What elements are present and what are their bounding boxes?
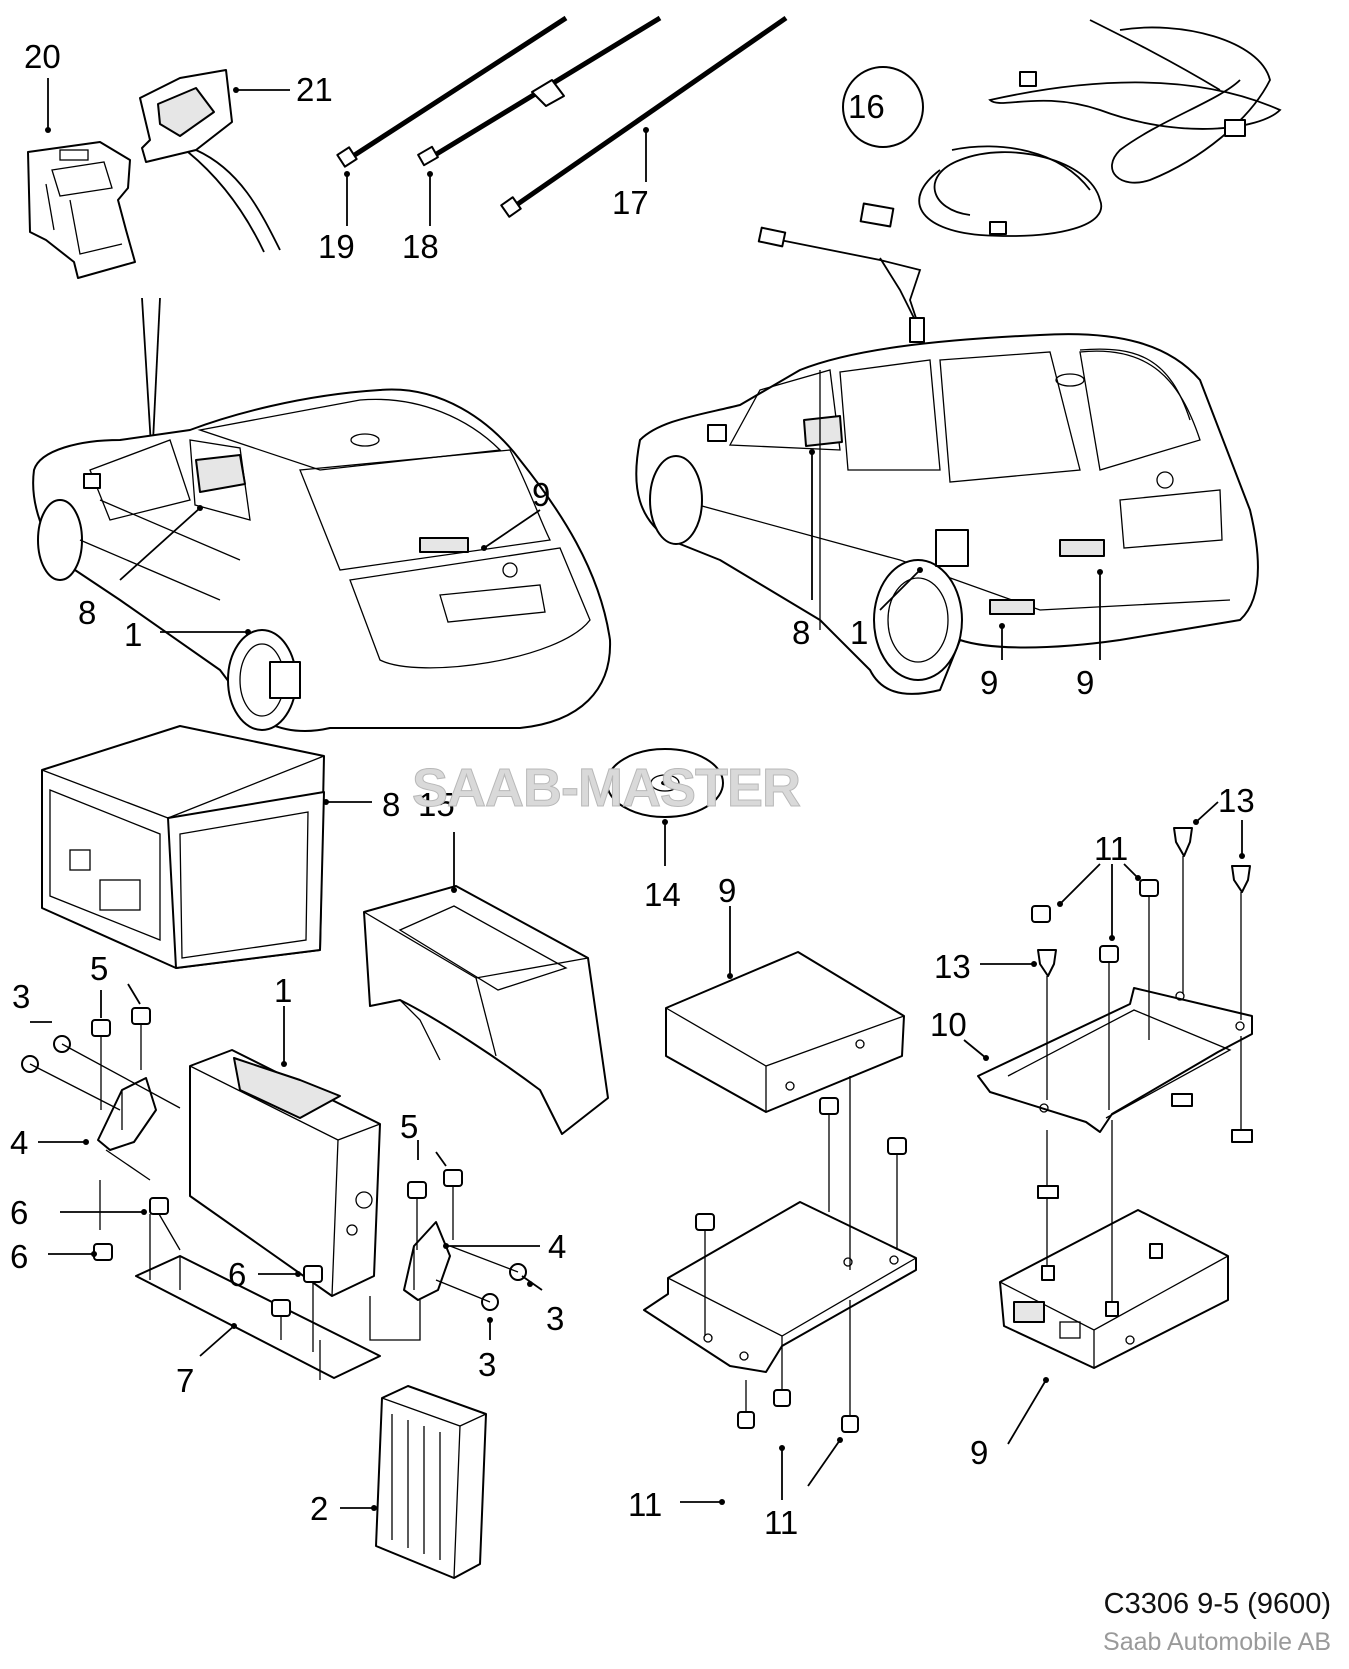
right-module-part [999,1209,1229,1369]
callout-7: 7 [176,1362,194,1399]
right-bracket-part [403,1221,451,1301]
right-bracket-10-part [977,987,1253,1133]
callout-9-wagon-b: 9 [1076,664,1094,701]
diagram-reference: C3306 9-5 (9600) [1103,1588,1331,1620]
manufacturer-credit: Saab Automobile AB [1103,1628,1331,1656]
callout-19: 19 [318,228,355,265]
cover-shroud-part [363,885,609,1135]
callout-2: 2 [310,1490,328,1527]
center-tray-part [643,1201,917,1373]
callout-6-c: 6 [228,1256,246,1293]
wiring-harness-part [757,19,1282,343]
leader-1-wagon [879,569,921,611]
cd-changer-part [189,1049,381,1297]
leader-10 [963,1039,987,1059]
leader-lines-right [980,801,1245,1445]
cd-disc-part [606,748,724,818]
callout-16: 16 [848,88,885,125]
wire-17-part [500,15,788,218]
callout-9-center: 9 [718,872,736,909]
callout-3-right: 3 [546,1300,564,1337]
exploded-view-lines [29,1024,519,1352]
callout-circle-16 [842,66,924,148]
watermark: SAAB-MASTER [412,758,802,819]
callout-5-left: 5 [90,950,108,987]
callout-20: 20 [24,38,61,75]
center-nuts [695,1076,907,1433]
leader-8-sedan [119,507,201,581]
callout-15: 15 [418,786,455,823]
left-bracket-part [97,1077,381,1380]
callout-3-left: 3 [12,978,30,1015]
gps-antenna-part [139,69,281,253]
navigation-display-unit-part [41,725,325,969]
right-fasteners [1031,827,1253,1317]
leader-lines-changer [30,983,543,1357]
callout-4-left: 4 [10,1124,28,1161]
callout-11-left: 11 [628,1486,662,1523]
callout-3-bottom: 3 [478,1346,496,1383]
callout-8-sedan: 8 [78,594,96,631]
callout-9-right: 9 [970,1434,988,1471]
callout-8-wagon: 8 [792,614,810,651]
callout-labels: 20 21 19 18 17 16 9 8 1 8 1 9 9 8 15 14 … [10,38,1255,1541]
callout-18: 18 [402,228,439,265]
leader-lines-center [680,1437,843,1505]
callout-13-top: 13 [1218,782,1255,819]
callout-13-left: 13 [934,948,971,985]
callout-10: 10 [930,1006,967,1043]
antenna-bracket-part [27,141,136,279]
wire-18-part [417,15,662,167]
callout-8-unit: 8 [382,786,400,823]
callout-1-sedan: 1 [124,616,142,653]
callout-5-right: 5 [400,1108,418,1145]
leader-9-sedan [483,509,541,549]
wagon-car-illustration [635,333,1260,695]
callout-9-wagon-a: 9 [980,664,998,701]
cd-magazine-part [375,1385,487,1579]
callout-21: 21 [296,71,333,108]
center-module-part [665,951,905,1113]
callout-4-right: 4 [548,1228,566,1265]
callout-6-a: 6 [10,1194,28,1231]
callout-1-wagon: 1 [850,614,868,651]
callout-17: 17 [612,184,649,221]
callout-9-sedan: 9 [532,476,550,513]
wire-19-part [336,15,568,168]
callout-11-bottom: 11 [764,1504,798,1541]
callout-11-top: 11 [1094,830,1128,867]
callout-1-changer: 1 [274,972,292,1009]
sedan-car-illustration [32,388,612,732]
callout-14: 14 [644,876,681,913]
callout-6-b: 6 [10,1238,28,1275]
